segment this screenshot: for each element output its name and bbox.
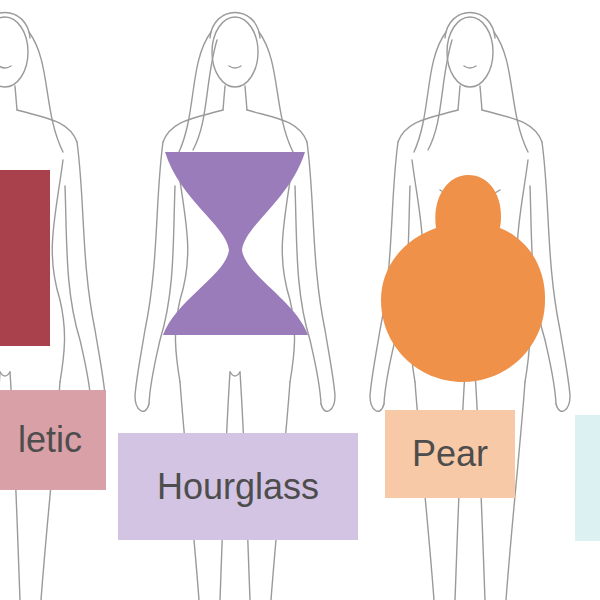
label-box-partial <box>575 415 600 541</box>
label-box: letic <box>0 390 106 490</box>
athletic-shape <box>0 170 50 346</box>
label-box: Pear <box>385 410 515 498</box>
pear-figure <box>370 13 570 600</box>
shape-name: Pear <box>412 434 488 474</box>
shape-name: letic <box>18 420 82 460</box>
label-box: Hourglass <box>118 433 358 540</box>
shape-name: Hourglass <box>157 467 319 507</box>
athletic-figure <box>0 13 105 600</box>
hourglass-shape <box>163 152 308 335</box>
pear-shape <box>381 175 545 382</box>
